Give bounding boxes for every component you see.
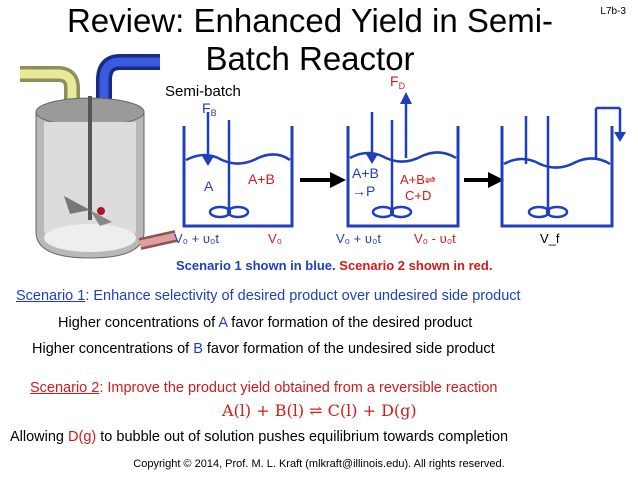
tank1-species-a: A [204, 178, 214, 194]
scenario1-line2-post: favor formation of the undesired side pr… [202, 341, 495, 357]
scenario2-heading: Scenario 2: Improve the product yield ob… [30, 380, 497, 396]
vol-label-4: V₀ - υ₀t [414, 231, 456, 246]
scenario1-text: : Enhance selectivity of desired product… [85, 288, 521, 304]
vol-label-2: V₀ [268, 231, 282, 246]
feed-label: FB [202, 100, 217, 118]
scenario1-label: Scenario 1 [16, 288, 86, 304]
process-arrow-1 [300, 172, 346, 188]
scenario2-line: Allowing D(g) to bubble out of solution … [10, 429, 508, 445]
reaction-equation: A(l) + B(l) ⇌ C(l) + D(g) [222, 401, 417, 420]
scenario2-line-pre: Allowing [10, 429, 69, 445]
slide-number: L7b-3 [600, 6, 626, 17]
draw-label: FD [390, 73, 406, 91]
slide-title: Review: Enhanced Yield in Semi-Batch Rea… [66, 2, 554, 77]
tank-1 [182, 112, 294, 228]
semi-batch-label: Semi-batch [165, 83, 241, 100]
scenario1-line1-pre: Higher concentrations of [58, 315, 219, 331]
scenario-note-red: Scenario 2 shown in red. [339, 258, 493, 273]
vol-label-1: V₀ + υ₀t [174, 231, 219, 246]
tank1-species-ab: A+B [248, 171, 275, 187]
scenario-note-blue: Scenario 1 shown in blue. [176, 258, 336, 273]
vol-label-5: V_f [540, 231, 560, 246]
reactor-diagram: Semi-batch FB FD A A+B A+B →P A+B⇌ C+D V… [20, 54, 626, 259]
scenario1-line1-species: A [218, 315, 228, 331]
process-arrow-2 [464, 172, 504, 188]
vol-label-3: V₀ + υ₀t [336, 231, 381, 246]
scenario1-line2-pre: Higher concentrations of [32, 341, 194, 357]
tank-3 [500, 106, 626, 228]
scenario1-line2-species: B [193, 341, 203, 357]
scenario2-line-species: D(g) [68, 429, 97, 445]
reactor-illustration [20, 54, 178, 259]
scenario1-line1-post: favor formation of the desired product [227, 315, 473, 331]
scenario2-label: Scenario 2 [30, 380, 100, 396]
tank2-left-line1: A+B [352, 165, 379, 181]
tank2-right-line2: C+D [405, 188, 431, 203]
tank2-right-line1: A+B⇌ [400, 172, 436, 187]
scenario1-line1: Higher concentrations of A favor formati… [58, 315, 472, 331]
scenario1-line2: Higher concentrations of B favor formati… [32, 341, 495, 357]
copyright-notice: Copyright © 2014, Prof. M. L. Kraft (mlk… [133, 458, 505, 470]
scenario2-line-post: to bubble out of solution pushes equilib… [96, 429, 509, 445]
scenario-note: Scenario 1 shown in blue. Scenario 2 sho… [176, 258, 492, 273]
tank-2 [346, 92, 460, 228]
tank2-left-line2: →P [352, 183, 375, 199]
scenario2-text: : Improve the product yield obtained fro… [99, 380, 498, 396]
scenario1-heading: Scenario 1: Enhance selectivity of desir… [16, 288, 521, 304]
